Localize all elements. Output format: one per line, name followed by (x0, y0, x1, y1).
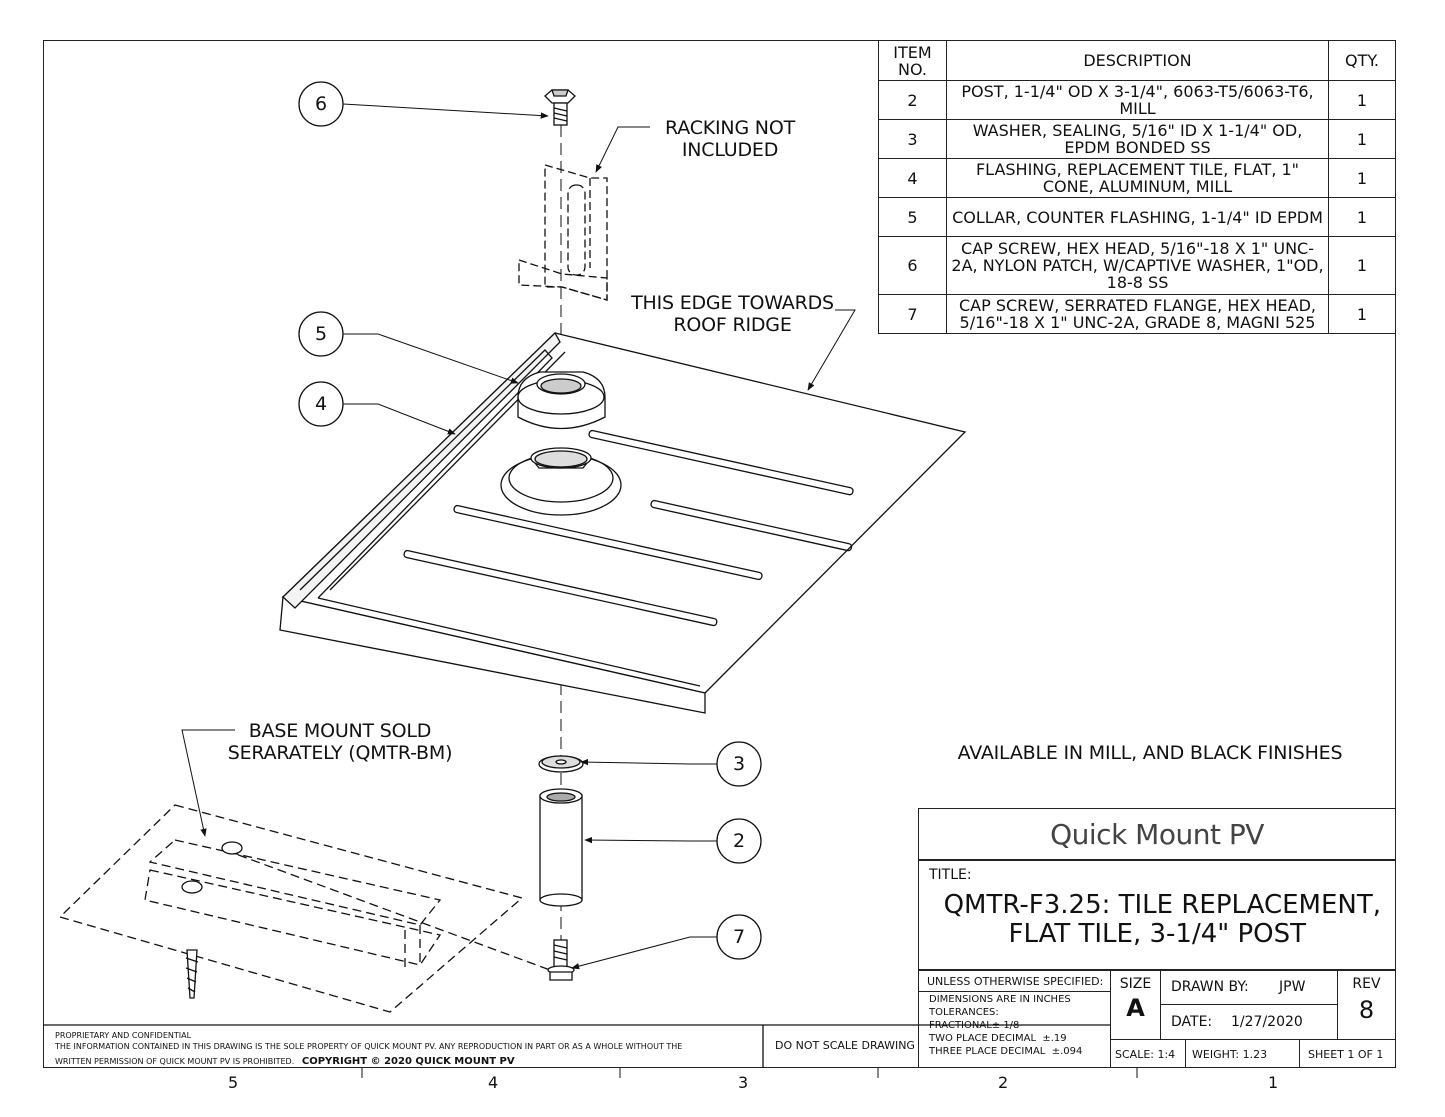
callout-6: 6 (315, 93, 327, 115)
zone-3: 3 (738, 1073, 749, 1092)
date-panel: DATE: 1/27/2020 (1160, 1004, 1338, 1040)
leader-2 (584, 836, 717, 844)
size-panel: SIZE A (1110, 970, 1161, 1040)
bom-cell-item: 2 (878, 80, 947, 120)
zone-2: 2 (998, 1073, 1009, 1092)
callout-5: 5 (315, 323, 327, 345)
post-2 (539, 788, 583, 907)
bom-cell-item: 4 (878, 158, 947, 198)
base-mount-bolts (181, 841, 243, 999)
date-value: 1/27/2020 (1231, 1014, 1303, 1030)
bom-cell-desc: POST, 1-1/4" OD X 3-1/4", 6063-T5/6063-T… (946, 80, 1329, 120)
leader-racking (595, 126, 650, 173)
company-logo: Quick Mount PV (1050, 818, 1264, 851)
leader-base (181, 729, 235, 837)
weight-panel: WEIGHT: 1.23 (1185, 1039, 1300, 1068)
leader-4 (343, 403, 456, 435)
collar-5 (517, 371, 606, 430)
drawn-by-value: JPW (1279, 979, 1306, 995)
proprietary-note: PROPRIETARY AND CONFIDENTIAL THE INFORMA… (55, 1031, 683, 1067)
do-not-scale-note: DO NOT SCALE DRAWING (775, 1039, 915, 1052)
bom-header-description: DESCRIPTION (946, 40, 1329, 81)
callout-3: 3 (733, 753, 745, 775)
sheet-panel: SHEET 1 OF 1 (1299, 1039, 1396, 1068)
title-label: TITLE: (929, 867, 972, 883)
leader-edge (807, 309, 856, 391)
bom-cell-item: 3 (878, 119, 947, 159)
revision: 8 (1358, 996, 1375, 1024)
callout-2: 2 (733, 830, 745, 852)
bom-cell-desc: CAP SCREW, HEX HEAD, 5/16"-18 X 1" UNC-2… (946, 236, 1329, 295)
leader-7 (571, 936, 717, 970)
bom-cell-desc: WASHER, SEALING, 5/16" ID X 1-1/4" OD, E… (946, 119, 1329, 159)
bom-cell-desc: FLASHING, REPLACEMENT TILE, FLAT, 1" CON… (946, 158, 1329, 198)
base-mount (58, 804, 551, 1013)
bom-cell-qty: 1 (1328, 236, 1396, 295)
callout-4: 4 (315, 393, 327, 415)
leader-6 (342, 103, 549, 119)
cap-screw-6 (544, 89, 576, 126)
tile-flashing-4 (279, 331, 967, 714)
leader-5 (343, 333, 519, 384)
copyright: COPYRIGHT © 2020 QUICK MOUNT PV (301, 1056, 515, 1067)
scale-panel: SCALE: 1:4 (1110, 1039, 1186, 1068)
bom-cell-qty: 1 (1328, 80, 1396, 120)
bom-cell-qty: 1 (1328, 158, 1396, 198)
callout-7: 7 (733, 926, 745, 948)
sheet-size: A (1126, 994, 1145, 1022)
bom-cell-qty: 1 (1328, 294, 1396, 334)
sealing-washer-3 (538, 755, 584, 773)
bom-cell-qty: 1 (1328, 197, 1396, 237)
drawn-by-panel: DRAWN BY: JPW (1160, 970, 1338, 1005)
drawing-title: QMTR-F3.25: TILE REPLACEMENT, FLAT TILE,… (943, 890, 1381, 949)
zone-5: 5 (228, 1073, 239, 1092)
zone-4: 4 (488, 1073, 499, 1092)
bom-cell-desc: COLLAR, COUNTER FLASHING, 1-1/4" ID EPDM (946, 197, 1329, 237)
leader-3 (580, 758, 717, 766)
rev-panel: REV 8 (1337, 970, 1396, 1040)
bom-cell-item: 6 (878, 236, 947, 295)
racking-bracket (518, 164, 608, 301)
title-panel: TITLE: QMTR-F3.25: TILE REPLACEMENT, FLA… (918, 860, 1396, 970)
zone-1: 1 (1268, 1073, 1279, 1092)
bom-cell-item: 5 (878, 197, 947, 237)
bom-header-item: ITEM NO. (878, 40, 947, 81)
tolerance-panel: UNLESS OTHERWISE SPECIFIED: DIMENSIONS A… (918, 970, 1111, 1068)
bom-header-qty: QTY. (1328, 40, 1396, 81)
bom-cell-desc: CAP SCREW, SERRATED FLANGE, HEX HEAD, 5/… (946, 294, 1329, 334)
note-finishes: AVAILABLE IN MILL, AND BLACK FINISHES (957, 742, 1343, 764)
bom-cell-item: 7 (878, 294, 947, 334)
bom-cell-qty: 1 (1328, 119, 1396, 159)
drawing-border (43, 40, 1396, 1068)
cap-screw-7 (547, 939, 575, 981)
logo-panel: Quick Mount PV (918, 808, 1396, 860)
